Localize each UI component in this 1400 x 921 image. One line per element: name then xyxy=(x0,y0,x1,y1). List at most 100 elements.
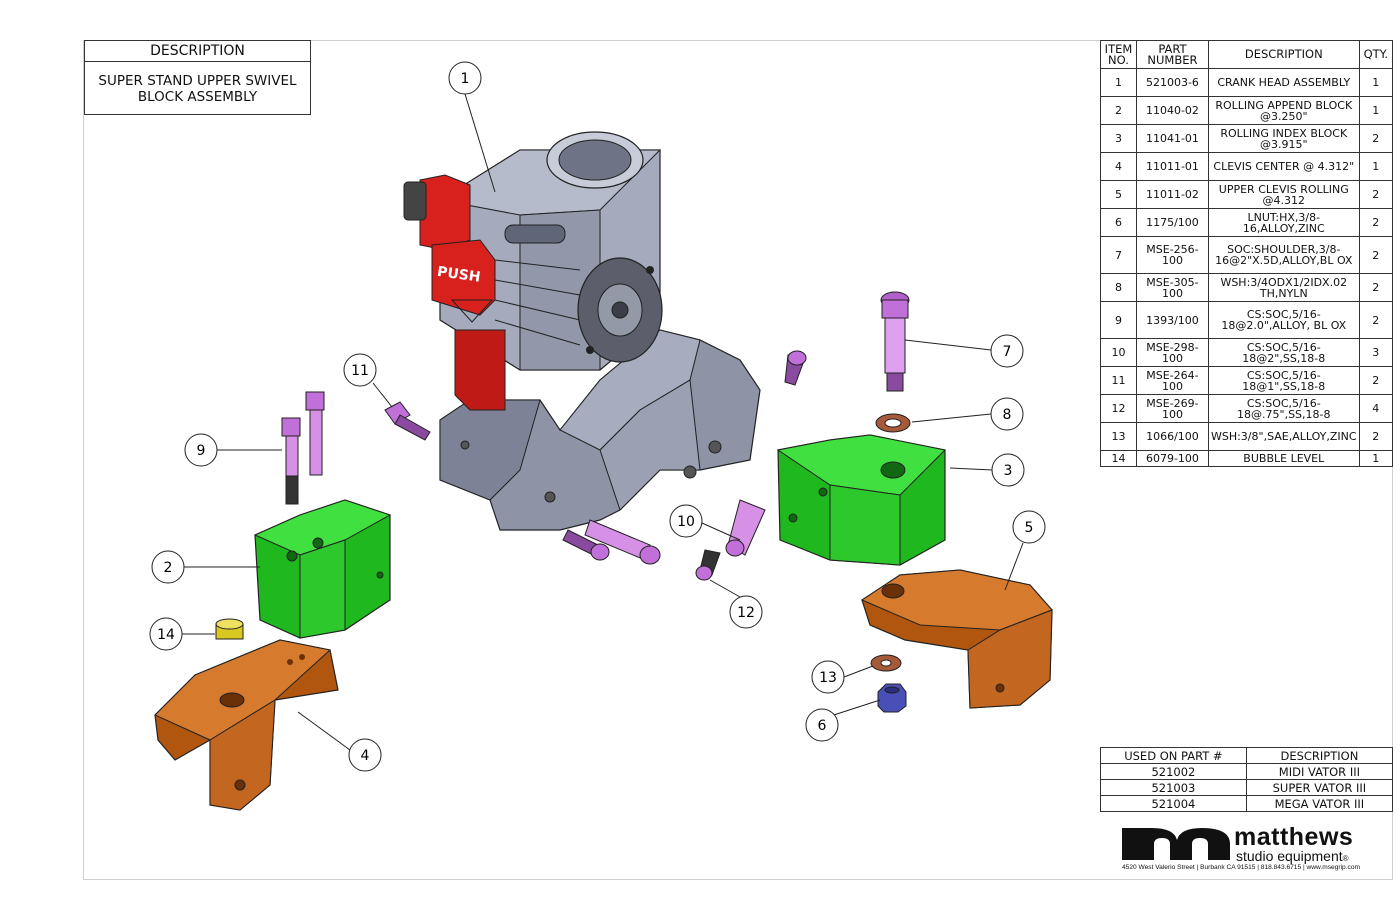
callout-3: 3 xyxy=(991,453,1025,487)
matthews-m-mark xyxy=(1122,828,1230,860)
bom-description: CLEVIS CENTER @ 4.312" xyxy=(1207,152,1360,181)
svg-text:1: 1 xyxy=(461,71,470,87)
callout-8: 8 xyxy=(990,397,1024,431)
bom-part-number: 1393/100 xyxy=(1135,301,1209,339)
callout-4: 4 xyxy=(348,738,382,772)
washer-13 xyxy=(870,654,902,672)
used-on-part-number: 521003 xyxy=(1100,779,1247,796)
bom-header-desc: DESCRIPTION xyxy=(1207,40,1360,69)
bom-qty: 4 xyxy=(1358,394,1394,423)
callout-6: 6 xyxy=(805,708,839,742)
title-block: DESCRIPTION SUPER STAND UPPER SWIVEL BLO… xyxy=(84,40,311,115)
callout-13: 13 xyxy=(811,660,845,694)
bom-description: WSH:3/8",SAE,ALLOY,ZINC xyxy=(1207,422,1360,451)
bom-item-no: 4 xyxy=(1100,152,1137,181)
bom-item-no: 1 xyxy=(1100,68,1137,97)
bom-description: CS:SOC,5/16-18@2",SS,18-8 xyxy=(1207,338,1360,367)
cap-screw-11 xyxy=(384,401,431,441)
push-button-label: PUSH xyxy=(436,264,481,286)
bom-qty: 2 xyxy=(1358,301,1394,339)
svg-text:12: 12 xyxy=(737,605,755,621)
used-on-part-number: 521004 xyxy=(1100,795,1247,812)
logo-name: matthews xyxy=(1234,823,1354,851)
svg-text:6: 6 xyxy=(818,718,827,734)
callout-9: 9 xyxy=(184,433,218,467)
bom-part-number: MSE-269-100 xyxy=(1135,394,1209,423)
svg-text:8: 8 xyxy=(1003,407,1012,423)
bom-header-item: ITEM NO. xyxy=(1100,40,1137,69)
svg-text:7: 7 xyxy=(1003,344,1012,360)
used-on-description: MIDI VATOR III xyxy=(1245,763,1394,780)
title-block-description: SUPER STAND UPPER SWIVEL BLOCK ASSEMBLY xyxy=(85,62,310,105)
svg-text:11: 11 xyxy=(351,363,369,379)
leader-lines xyxy=(182,93,1024,751)
bom-description: CRANK HEAD ASSEMBLY xyxy=(1207,68,1360,97)
bom-part-number: 1066/100 xyxy=(1135,422,1209,451)
crank-head-assembly: PUSH xyxy=(403,131,761,531)
svg-text:9: 9 xyxy=(197,443,206,459)
shoulder-bolt-7 xyxy=(880,291,910,392)
used-on-header-part: USED ON PART # xyxy=(1100,747,1247,764)
bom-qty: 2 xyxy=(1358,422,1394,451)
rolling-index-block xyxy=(776,434,947,566)
cap-screws-10 xyxy=(584,499,766,565)
cap-screws-9 xyxy=(281,391,325,505)
title-line-1: SUPER STAND UPPER SWIVEL xyxy=(98,73,297,89)
drawing-frame xyxy=(83,40,1393,880)
bom-part-number: 521003-6 xyxy=(1135,68,1209,97)
bom-item-no: 7 xyxy=(1100,236,1137,274)
clevis-center xyxy=(154,639,339,811)
used-on-header-row: USED ON PART # DESCRIPTION xyxy=(1100,747,1394,764)
cap-screws-12 xyxy=(562,350,807,581)
bom-part-number: 11041-01 xyxy=(1135,124,1209,153)
callout-1: 1 xyxy=(448,61,482,95)
svg-text:2: 2 xyxy=(164,560,173,576)
bom-part-number: 11040-02 xyxy=(1135,96,1209,125)
logo-subtitle-text: studio equipment xyxy=(1236,848,1343,864)
bom-qty: 2 xyxy=(1358,366,1394,395)
bom-item-no: 12 xyxy=(1100,394,1137,423)
bom-qty: 1 xyxy=(1358,450,1394,467)
bom-qty: 1 xyxy=(1358,152,1394,181)
bom-description: SOC:SHOULDER,3/8-16@2"X.5D,ALLOY,BL OX xyxy=(1207,236,1360,274)
svg-text:13: 13 xyxy=(819,670,837,686)
title-block-header: DESCRIPTION xyxy=(85,41,310,62)
svg-text:4: 4 xyxy=(361,748,370,764)
bom-description: WSH:3/4ODX1/2IDX.02 TH,NYLN xyxy=(1207,273,1360,302)
bom-part-number: 1175/100 xyxy=(1135,208,1209,237)
bom-part-number: 6079-100 xyxy=(1135,450,1209,467)
rolling-append-block xyxy=(253,499,392,639)
used-on-header-desc: DESCRIPTION xyxy=(1245,747,1394,764)
callout-2: 2 xyxy=(151,550,185,584)
bom-description: UPPER CLEVIS ROLLING @4.312 xyxy=(1207,180,1360,209)
bom-qty: 1 xyxy=(1358,68,1394,97)
used-on-description: MEGA VATOR III xyxy=(1245,795,1394,812)
bom-qty: 2 xyxy=(1358,124,1394,153)
title-line-2: BLOCK ASSEMBLY xyxy=(137,89,258,105)
matthews-logo: matthews studio equipment® 4520 West Val… xyxy=(1120,823,1392,878)
svg-text:10: 10 xyxy=(677,514,695,530)
bom-item-no: 11 xyxy=(1100,366,1137,395)
bom-qty: 2 xyxy=(1358,180,1394,209)
bom-qty: 2 xyxy=(1358,208,1394,237)
bom-part-number: MSE-298-100 xyxy=(1135,338,1209,367)
svg-text:14: 14 xyxy=(157,627,175,643)
hex-nut-6 xyxy=(877,683,907,713)
